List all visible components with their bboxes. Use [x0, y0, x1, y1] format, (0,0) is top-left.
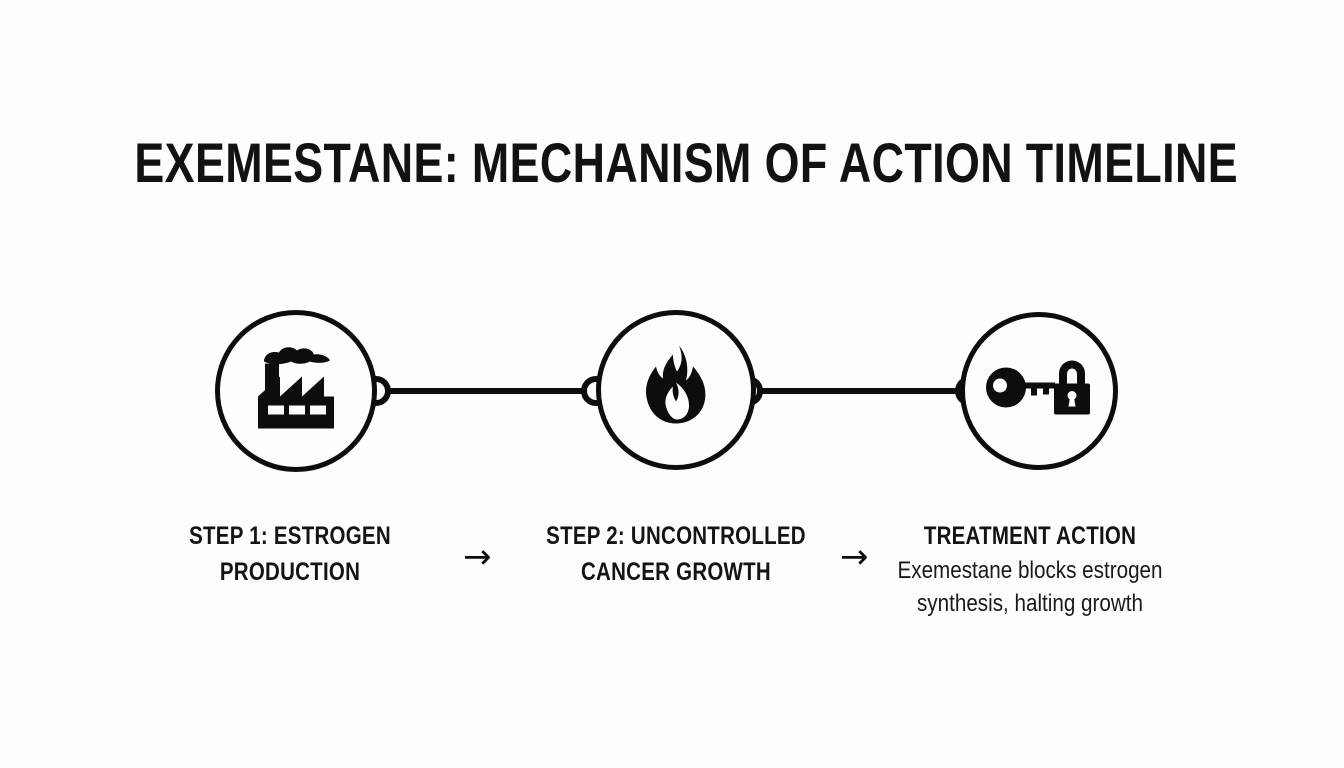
flow-arrow-2: → — [840, 537, 869, 577]
timeline-node-cancer-growth — [596, 310, 756, 470]
caption-heading-line-2: PRODUCTION — [219, 558, 361, 586]
caption-heading-line-1: STEP 1: ESTROGEN — [189, 522, 391, 550]
connector-line-2 — [750, 388, 968, 394]
timeline-row — [0, 300, 1344, 500]
factory-icon — [250, 345, 342, 438]
caption-heading-line-1: TREATMENT ACTION — [923, 522, 1137, 550]
caption-body-line-2: synthesis, halting growth — [916, 590, 1144, 617]
caption-block-step-2: STEP 2: UNCONTROLLED CANCER GROWTH — [486, 518, 866, 590]
caption-block-step-1: STEP 1: ESTROGEN PRODUCTION — [110, 518, 470, 590]
connector-line-1 — [375, 388, 601, 394]
flame-icon — [643, 345, 709, 435]
caption-block-treatment: TREATMENT ACTION Exemestane blocks estro… — [830, 518, 1230, 620]
timeline-node-estrogen-production — [215, 310, 377, 472]
caption-row: STEP 1: ESTROGEN PRODUCTION → STEP 2: UN… — [0, 518, 1344, 648]
timeline-node-treatment-action — [960, 312, 1118, 470]
caption-heading-line-2: CANCER GROWTH — [581, 558, 771, 586]
caption-heading-line-1: STEP 2: UNCONTROLLED — [546, 522, 806, 550]
flow-arrow-1: → — [463, 537, 492, 577]
caption-body-line-1: Exemestane blocks estrogen — [897, 557, 1163, 584]
page-title: EXEMESTANE: MECHANISM OF ACTION TIMELINE — [134, 131, 1239, 194]
key-lock-icon — [985, 360, 1093, 423]
